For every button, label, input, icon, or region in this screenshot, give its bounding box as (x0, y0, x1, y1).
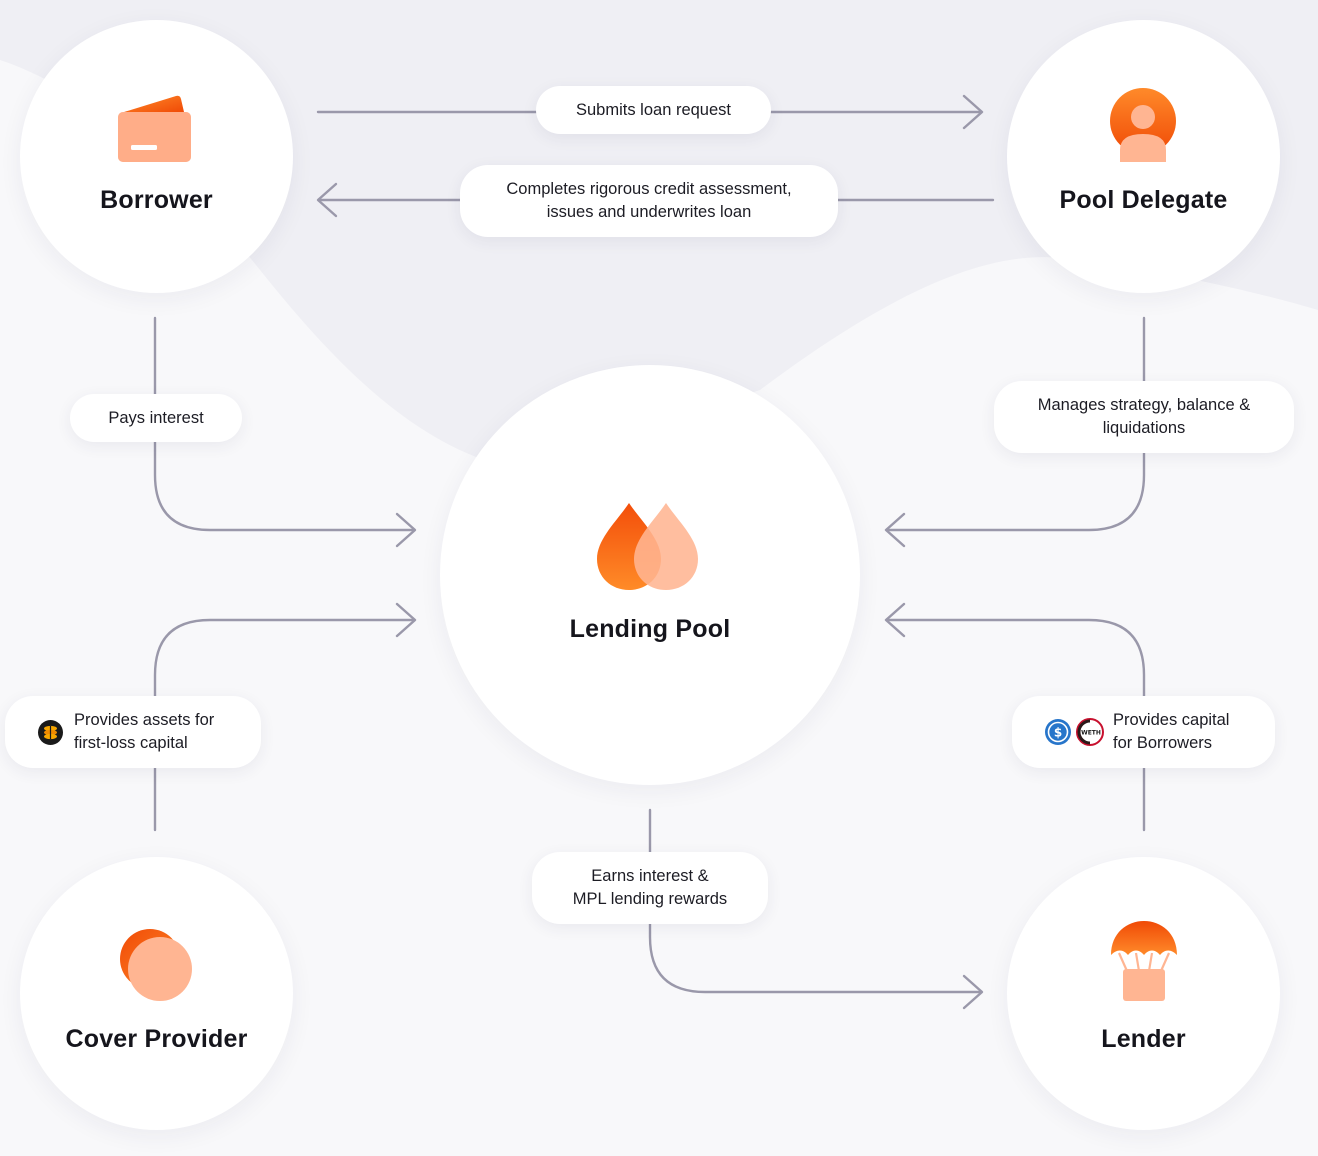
pool-delegate-label: Pool Delegate (1059, 186, 1228, 214)
lending-pool-label: Lending Pool (569, 615, 731, 643)
earns-arrowhead (962, 974, 984, 1010)
provides-assets-arrow (153, 618, 416, 832)
borrower-node: Borrower (20, 20, 293, 293)
cover-provider-node: Cover Provider (20, 857, 293, 1130)
borrower-label: Borrower (100, 186, 213, 214)
parachute-icon (1111, 921, 1177, 1001)
earns-arrow (648, 808, 982, 994)
card-icon (118, 95, 191, 162)
earns-interest-label: Earns interest & MPL lending rewards (532, 852, 768, 924)
provides-capital-arrow (885, 618, 1146, 832)
provides-capital-arrowhead (884, 602, 906, 638)
pays-arrow (153, 316, 416, 532)
usdc-icon: $ (1045, 719, 1071, 745)
coin-icon (120, 929, 192, 1001)
provides-assets-arrowhead (395, 602, 417, 638)
completes-arrowhead (316, 182, 338, 218)
manages-strategy-label: Manages strategy, balance & liquidations (994, 381, 1294, 453)
svg-text:$: $ (1054, 726, 1062, 740)
pays-arrowhead (395, 512, 417, 548)
submits-loan-request-label: Submits loan request (536, 86, 771, 134)
weth-icon: WETH (1076, 718, 1104, 746)
manages-arrowhead (884, 512, 906, 548)
drops-icon (597, 503, 698, 590)
lending-pool-node: Lending Pool (440, 365, 860, 785)
pool-delegate-node: Pool Delegate (1007, 20, 1280, 293)
svg-text:WETH: WETH (1081, 730, 1101, 737)
lender-node: Lender (1007, 857, 1280, 1130)
cover-provider-label: Cover Provider (65, 1025, 248, 1053)
submits-arrowhead (962, 94, 984, 130)
stacked-coins-icon (38, 719, 63, 745)
manages-arrow (885, 316, 1146, 532)
pays-interest-label: Pays interest (70, 394, 242, 442)
lender-label: Lender (1101, 1025, 1186, 1053)
credit-assessment-label: Completes rigorous credit assessment, is… (460, 165, 838, 237)
provides-assets-label: Provides assets for first-loss capital (5, 696, 261, 768)
provides-capital-label: $ WETH Provides capital for Borrowers (1012, 696, 1275, 768)
person-icon (1110, 88, 1176, 162)
